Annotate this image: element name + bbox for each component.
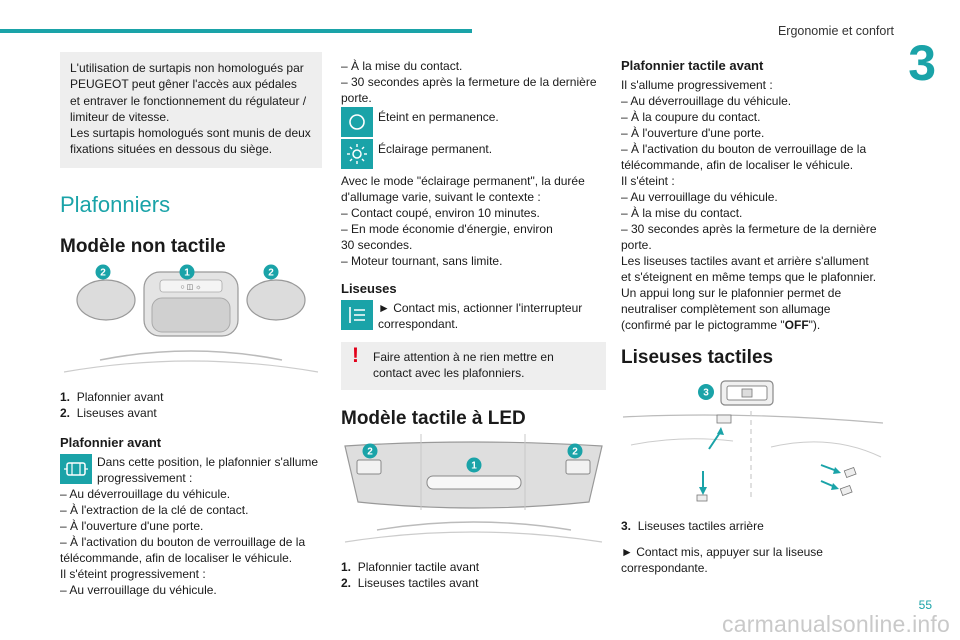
right-touch-reading-light bbox=[565, 459, 591, 475]
legend-non-touch: 1. Plafonnier avant 2. Liseuses avant bbox=[60, 389, 322, 421]
legend-item: 1. Plafonnier tactile avant bbox=[341, 560, 480, 574]
callout-badge-1 bbox=[179, 264, 195, 280]
light-on-row: Éclairage permanent. bbox=[341, 139, 606, 169]
callout-badge-2-left bbox=[95, 264, 111, 280]
heading-plafonnier-avant: Plafonnier avant bbox=[60, 434, 162, 450]
permanent-mode-info: Avec le mode "éclairage permanent", la d… bbox=[341, 174, 585, 268]
warning-icon: ! bbox=[352, 344, 359, 367]
light-off-row: Éteint en permanence. bbox=[341, 107, 606, 137]
callout-badge-2-right bbox=[567, 443, 583, 459]
led-dome-light bbox=[426, 475, 522, 490]
floor-mat-note: L'utilisation de surtapis non homologués… bbox=[60, 52, 322, 168]
callout-badge-2-left bbox=[362, 443, 378, 459]
badge-label: 2 bbox=[367, 447, 373, 458]
page-number: 55 bbox=[918, 598, 932, 612]
subsection-title-non-tactile: Modèle non tactile bbox=[60, 235, 226, 257]
rear-instruction: ► Contact mis, appuyer sur la liseuse co… bbox=[621, 545, 823, 575]
legend-item: 3. Liseuses tactiles arrière bbox=[621, 519, 764, 533]
left-touch-reading-light bbox=[356, 459, 382, 475]
reading-light-icon bbox=[341, 300, 373, 330]
door-mode-row: Dans cette position, le plafonnier s'all… bbox=[60, 453, 322, 486]
dome-light-lens bbox=[151, 297, 231, 333]
left-reading-light bbox=[76, 279, 136, 321]
chapter-title: Ergonomie et confort bbox=[777, 24, 894, 38]
note-line: PEUGEOT peut gêner l'accès aux pédales bbox=[70, 77, 297, 92]
legend-item: 2. Liseuses avant bbox=[60, 405, 157, 420]
callout-badge-2-right bbox=[263, 264, 279, 280]
note-line: Les surtapis homologués sont munis de de… bbox=[70, 126, 311, 141]
svg-text:○ ◫ ☼: ○ ◫ ☼ bbox=[180, 284, 201, 291]
legend-item: 1. Plafonnier avant bbox=[60, 389, 164, 404]
legend-item: 2. Liseuses tactiles avant bbox=[341, 576, 479, 590]
badge-label: 1 bbox=[471, 461, 477, 472]
note-line: fixations situées en dessous du siège. bbox=[70, 142, 273, 157]
rear-reading-lights-illustration: 3 bbox=[622, 380, 884, 502]
heading-plafonnier-tactile: Plafonnier tactile avant bbox=[621, 58, 764, 73]
legend-rear: 3. Liseuses tactiles arrière bbox=[621, 518, 889, 534]
watermark: carmanualsonline.info bbox=[722, 611, 950, 637]
legend-led: 1. Plafonnier tactile avant 2. Liseuses … bbox=[341, 559, 606, 591]
badge-label: 2 bbox=[100, 267, 106, 278]
ring-light-icon bbox=[341, 107, 373, 137]
door-dome-light-icon bbox=[60, 453, 92, 484]
chapter-number: 3 bbox=[908, 35, 936, 91]
heading-liseuses: Liseuses bbox=[341, 281, 397, 296]
callout-badge-1 bbox=[466, 457, 482, 473]
plafonnier-details: – Au déverrouillage du véhicule. – À l'e… bbox=[60, 486, 306, 597]
badge-label: 3 bbox=[703, 388, 709, 399]
badge-label: 1 bbox=[184, 267, 190, 278]
badge-label: 2 bbox=[572, 447, 578, 458]
badge-label: 2 bbox=[268, 267, 274, 278]
callout-badge-3 bbox=[698, 384, 714, 400]
column-right: Plafonnier tactile avant Il s'allume pro… bbox=[621, 58, 889, 576]
column-middle: – À la mise du contact. – 30 secondes ap… bbox=[341, 58, 606, 591]
sun-light-icon bbox=[341, 139, 373, 169]
header-accent-bar bbox=[0, 29, 472, 33]
note-line: L'utilisation de surtapis non homologués… bbox=[70, 61, 304, 75]
led-console-illustration: 2 1 2 bbox=[344, 434, 603, 543]
liseuse-instruction-row: ► Contact mis, actionner l'interrupteur … bbox=[341, 300, 606, 332]
ignition-lines: – À la mise du contact. – 30 secondes ap… bbox=[341, 59, 597, 105]
warning-note: ! Faire attention à ne rien mettre en co… bbox=[341, 342, 606, 390]
note-line: limiteur de vitesse. bbox=[70, 109, 170, 124]
subsection-title-led: Modèle tactile à LED bbox=[341, 408, 526, 429]
touch-dome-details: Il s'allume progressivement : – Au déver… bbox=[621, 77, 889, 333]
column-left: L'utilisation de surtapis non homologués… bbox=[60, 52, 322, 598]
off-pictogram-line: (confirmé par le pictogramme "OFF"). bbox=[621, 318, 821, 332]
section-title-plafonniers: Plafonniers bbox=[60, 191, 171, 217]
subsection-title-liseuses-tactiles: Liseuses tactiles bbox=[621, 347, 774, 368]
right-reading-light bbox=[246, 279, 306, 321]
non-touch-console-illustration: ○ ◫ ☼ 2 1 2 bbox=[63, 264, 319, 373]
note-line: et entraver le fonctionnement du régulat… bbox=[70, 93, 307, 108]
